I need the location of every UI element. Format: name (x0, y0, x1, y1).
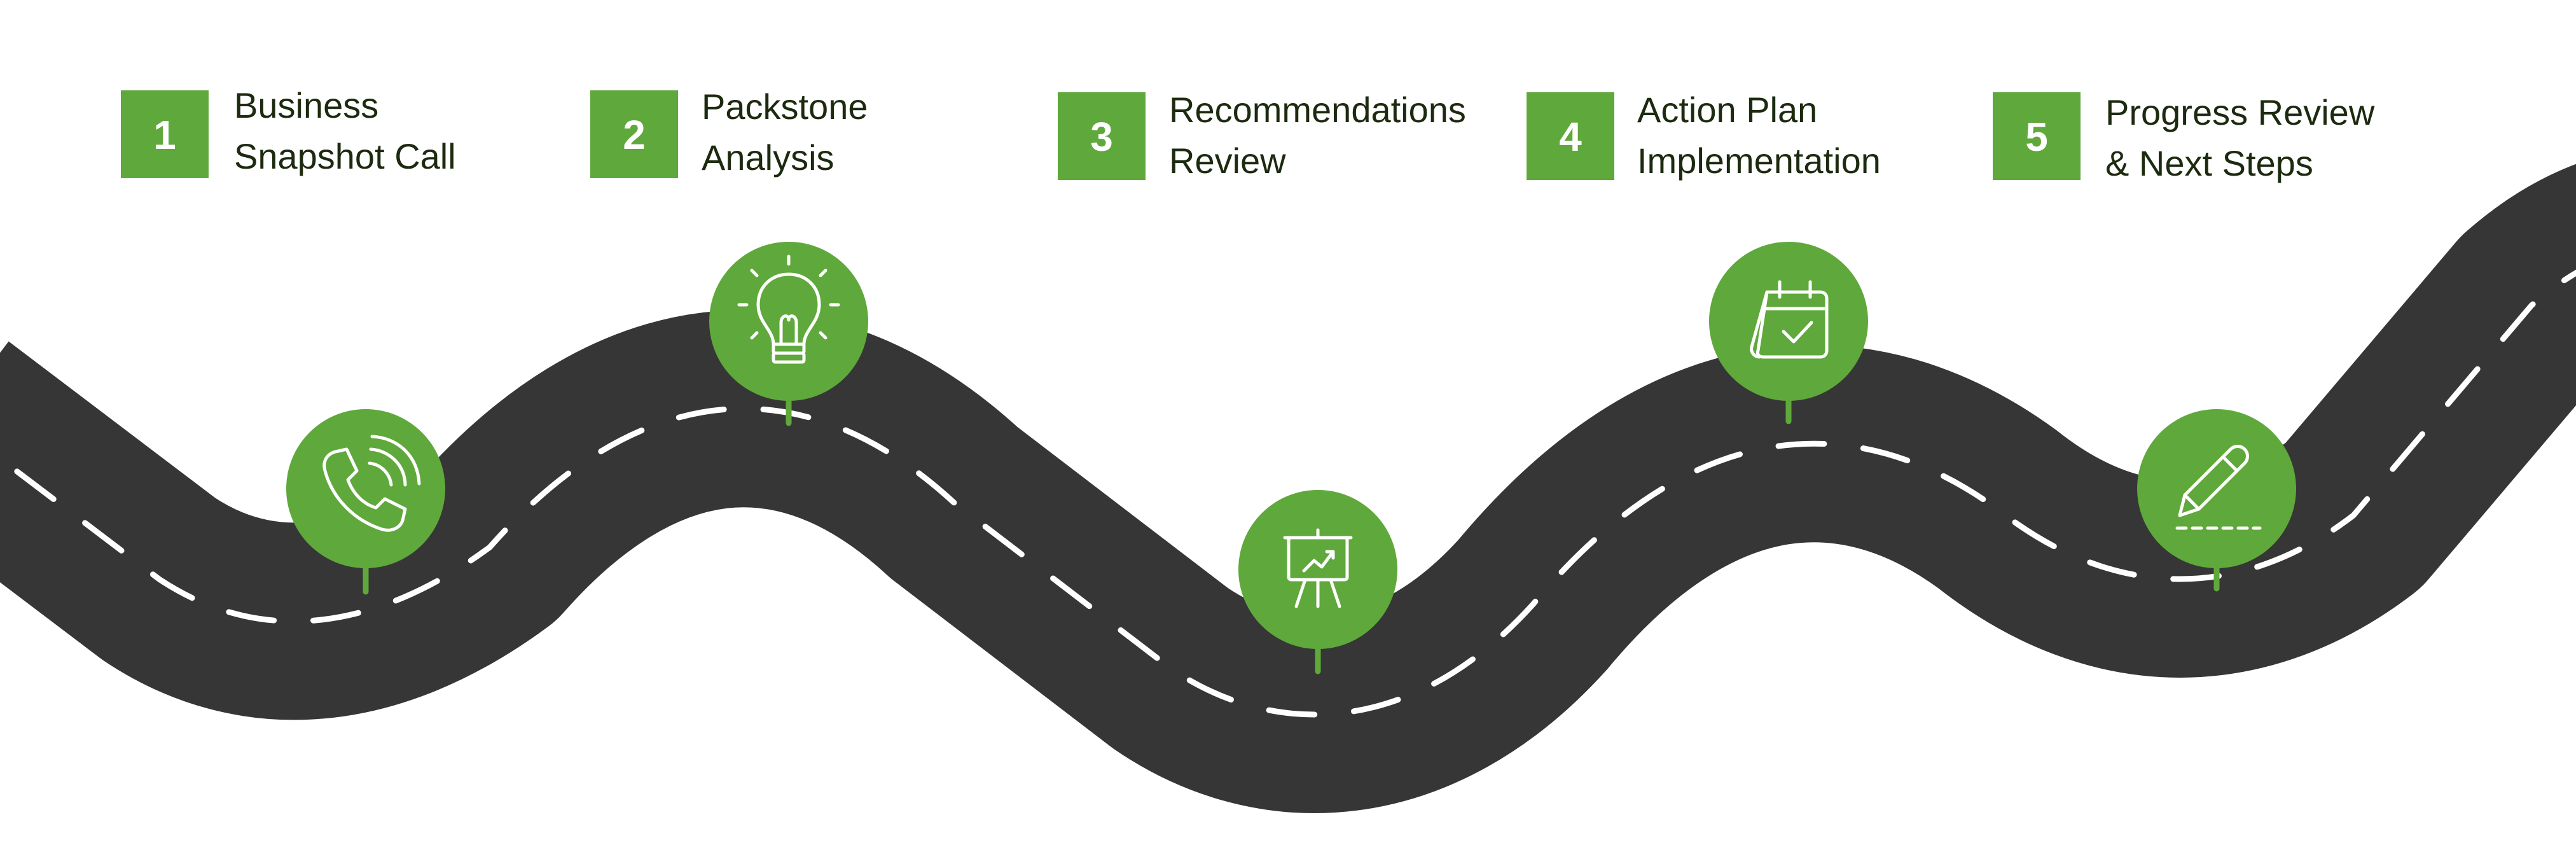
step-title-line-1: Business (234, 85, 378, 125)
pencil-signature-icon (2175, 445, 2262, 530)
pin-circle (2137, 409, 2296, 568)
step-label-4: 4 Action Plan Implementation (1527, 90, 1881, 181)
step-title-line-1: Recommendations (1169, 90, 1466, 130)
presentation-board-icon (1283, 528, 1353, 608)
step-number: 2 (623, 112, 646, 158)
step-label-2: 2 Packstone Analysis (590, 87, 868, 178)
step-title-line-2: Snapshot Call (234, 136, 456, 176)
road (0, 164, 2576, 813)
step-label-1: 1 Business Snapshot Call (121, 85, 456, 178)
milestone-pin-4 (1709, 242, 1868, 424)
road-lane-markings (0, 269, 2576, 718)
step-title-line-1: Packstone (702, 87, 868, 127)
step-label-3: 3 Recommendations Review (1058, 90, 1466, 181)
milestone-pin-3 (1238, 490, 1397, 674)
step-number-badge (121, 90, 209, 178)
pin-circle (1238, 490, 1397, 649)
step-number-badge (1058, 92, 1146, 180)
phone-ringing-icon (322, 435, 421, 532)
milestone-pin-5 (2137, 409, 2296, 592)
step-title-line-2: Implementation (1637, 141, 1881, 181)
milestone-pin-2 (709, 242, 868, 426)
step-number: 4 (1559, 114, 1582, 160)
pin-circle (1709, 242, 1868, 401)
step-number: 5 (2025, 114, 2048, 160)
step-number: 1 (153, 112, 176, 158)
step-title-line-1: Progress Review (2105, 92, 2375, 132)
step-title-line-2: & Next Steps (2105, 143, 2313, 183)
milestone-pin-1 (286, 409, 445, 595)
step-title-line-2: Review (1169, 141, 1286, 181)
calendar-check-icon (1750, 280, 1829, 359)
step-number-badge (1993, 92, 2081, 180)
step-label-5: 5 Progress Review & Next Steps (1993, 92, 2375, 183)
step-title-line-1: Action Plan (1637, 90, 1817, 130)
step-number-badge (1527, 92, 1614, 180)
step-number-badge (590, 90, 678, 178)
step-title-line-2: Analysis (702, 137, 834, 178)
lightbulb-icon (737, 255, 840, 364)
pin-circle (286, 409, 445, 568)
step-number: 3 (1090, 114, 1113, 160)
